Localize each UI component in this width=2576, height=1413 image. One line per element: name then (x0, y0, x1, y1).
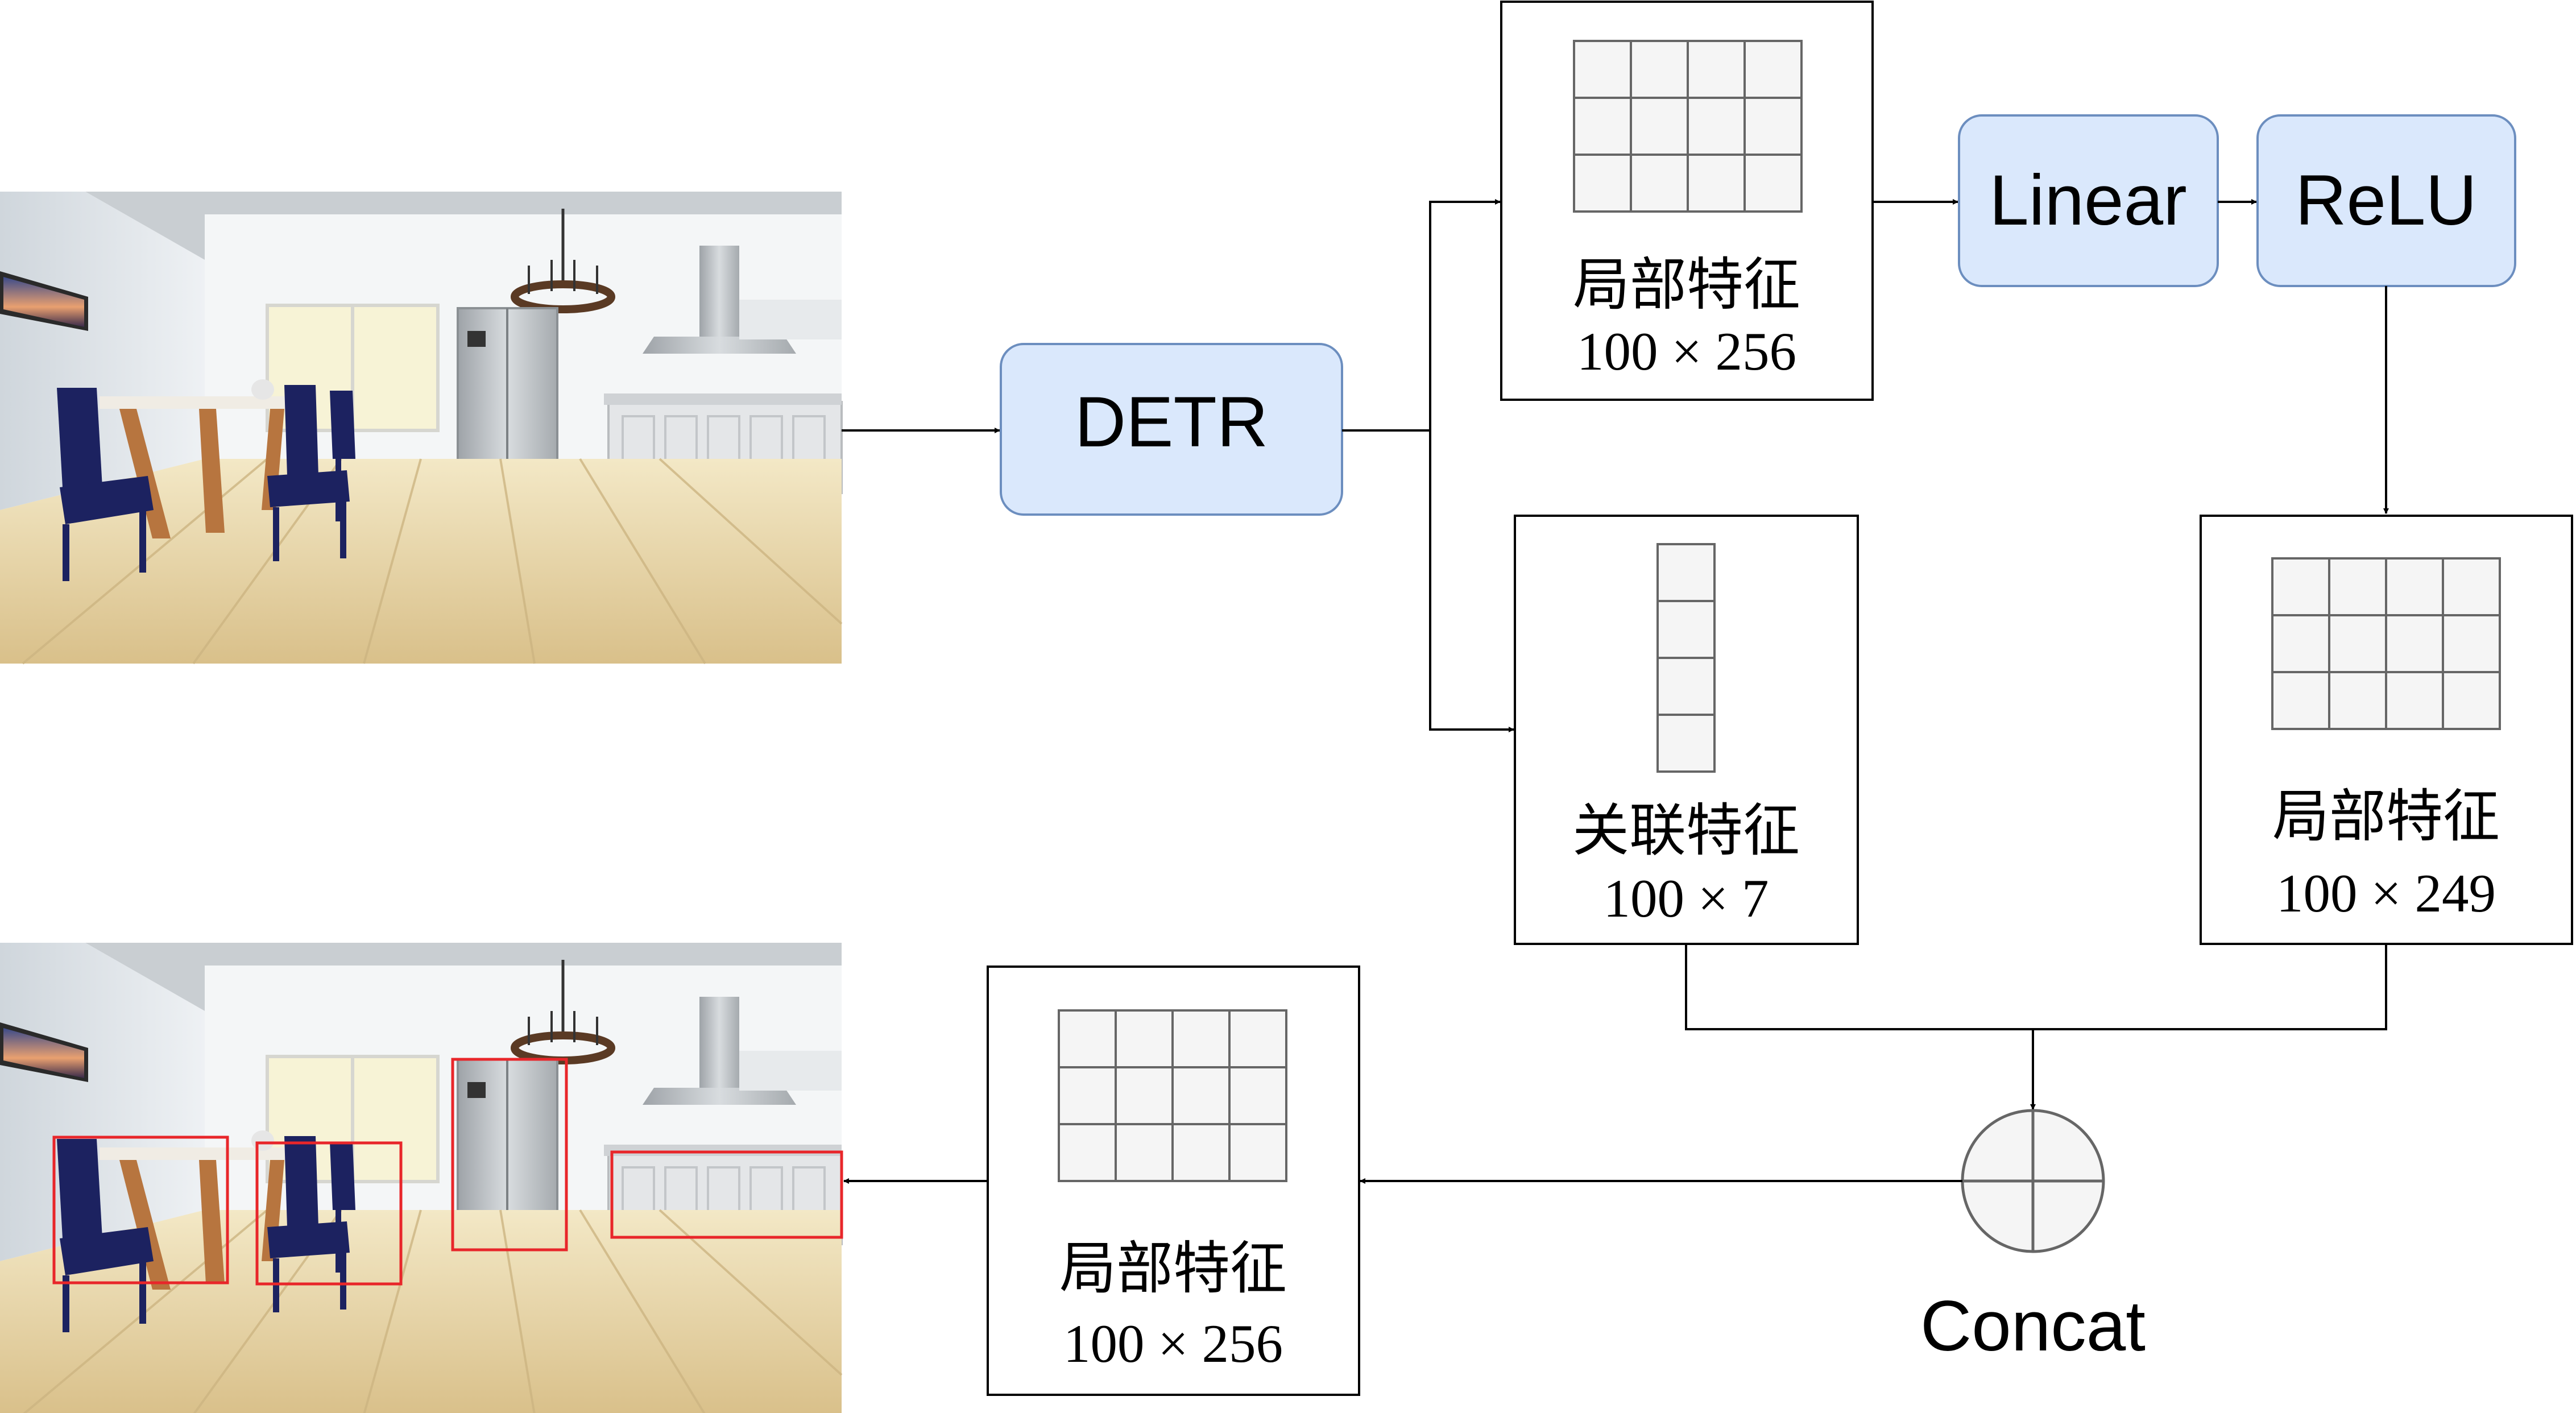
output-image (0, 943, 842, 1413)
assoc-features-dims: 100 × 7 (1603, 868, 1769, 929)
feature-grid-right (2271, 557, 2501, 730)
detection-boxes (52, 1058, 843, 1286)
detection-box-chair-table (52, 1136, 229, 1284)
local-features-right-dims: 100 × 249 (2276, 863, 2496, 923)
detr-module: DETR (1000, 343, 1343, 516)
assoc-features-label: 关联特征 (1572, 797, 1800, 864)
detection-box-refrigerator (451, 1058, 568, 1252)
arrow-detr-to-local-features (1342, 199, 1501, 432)
feature-column (1656, 543, 1716, 773)
detection-box-counter (610, 1150, 843, 1239)
local-features-bottom-label: 局部特征 (1059, 1235, 1287, 1302)
linear-label: Linear (1989, 161, 2186, 240)
linear-module: Linear (1958, 114, 2219, 287)
feature-grid-bottom (1058, 1009, 1287, 1182)
local-features-right-label: 局部特征 (2272, 783, 2500, 850)
assoc-features: 关联特征 100 × 7 (1514, 515, 1859, 945)
detection-box-chairs (255, 1141, 403, 1286)
local-features-top-dims: 100 × 256 (1577, 321, 1796, 382)
relu-label: ReLU (2295, 161, 2477, 240)
arrow-detr-to-assoc-features (1429, 430, 1514, 732)
local-features-bottom-dims: 100 × 256 (1063, 1313, 1283, 1374)
feature-grid-top (1573, 40, 1803, 213)
merge-line (1685, 944, 2387, 1030)
local-features-bottom: 局部特征 100 × 256 (987, 966, 1360, 1396)
local-features-right: 局部特征 100 × 249 (2200, 515, 2573, 945)
concat-label: Concat (1920, 1287, 2146, 1366)
local-features-top: 局部特征 100 × 256 (1500, 1, 1874, 401)
detr-label: DETR (1075, 383, 1268, 462)
input-image (0, 192, 842, 664)
concat-node: Concat (1920, 1109, 2146, 1366)
relu-module: ReLU (2256, 114, 2516, 287)
local-features-top-label: 局部特征 (1573, 251, 1800, 318)
